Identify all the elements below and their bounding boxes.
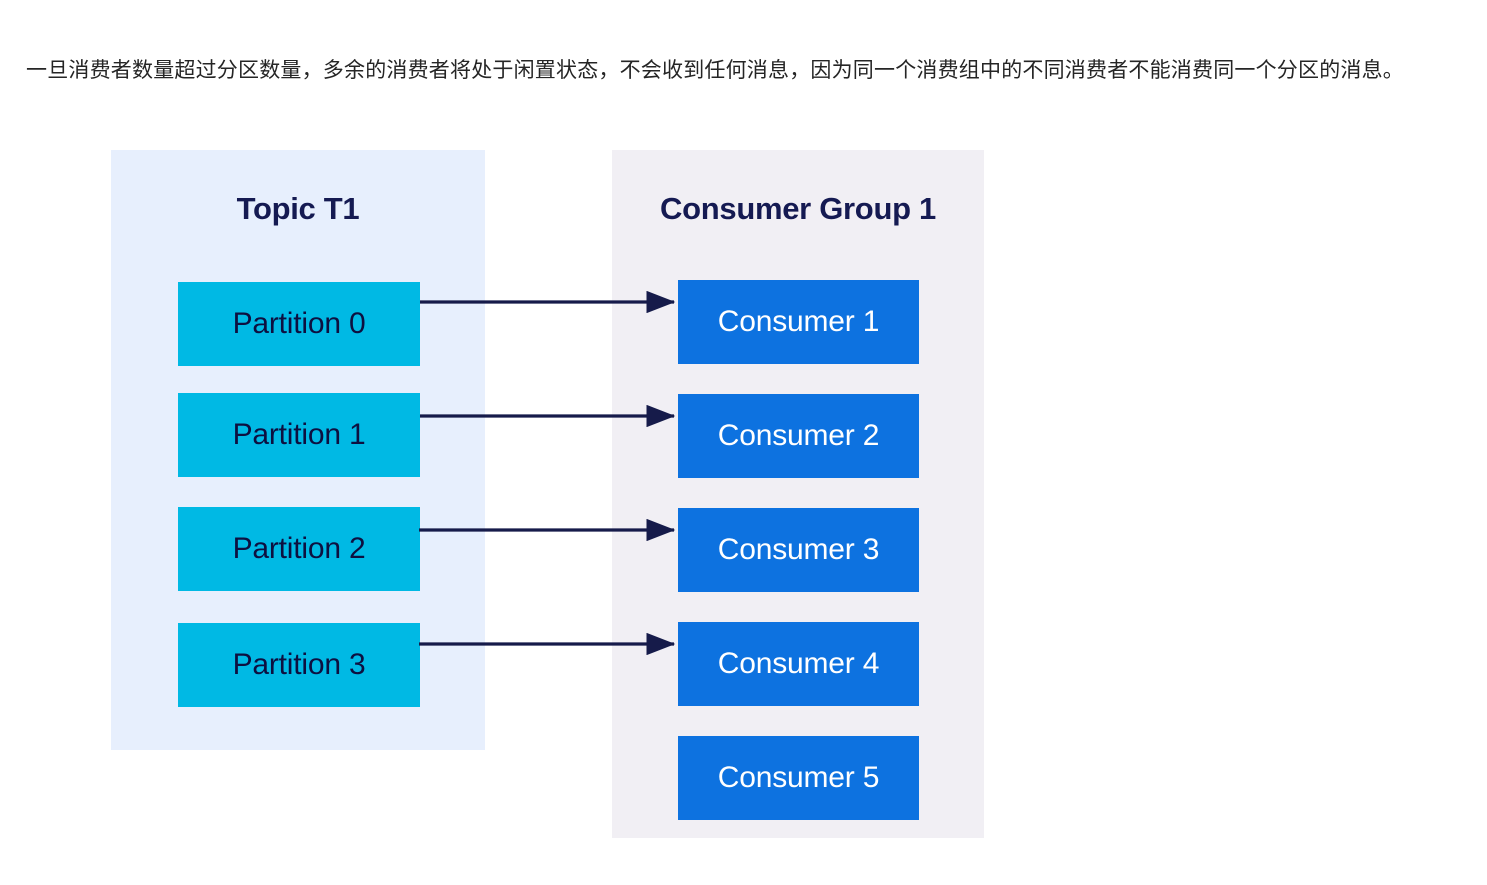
kafka-consumer-group-diagram: Topic T1 Partition 0 Partition 1 Partiti… <box>0 130 1487 885</box>
consumer-box-3: Consumer 3 <box>678 508 919 592</box>
consumer-group-panel-title: Consumer Group 1 <box>660 191 936 226</box>
partition-box-3: Partition 3 <box>178 623 420 707</box>
consumer-label-1: Consumer 1 <box>717 305 880 338</box>
consumer-box-1: Consumer 1 <box>678 280 919 364</box>
partition-label-1: Partition 1 <box>232 418 366 451</box>
partition-label-2: Partition 2 <box>232 532 366 565</box>
topic-panel: Topic T1 Partition 0 Partition 1 Partiti… <box>111 150 485 750</box>
partition-label-3: Partition 3 <box>232 648 366 681</box>
partition-box-1: Partition 1 <box>178 393 420 477</box>
consumer-box-4: Consumer 4 <box>678 622 919 706</box>
partition-label-0: Partition 0 <box>232 307 366 340</box>
topic-panel-title: Topic T1 <box>236 191 360 226</box>
consumer-group-panel: Consumer Group 1 Consumer 1 Consumer 2 C… <box>612 150 984 838</box>
consumer-box-2: Consumer 2 <box>678 394 919 478</box>
partition-box-2: Partition 2 <box>178 507 420 591</box>
consumer-label-5: Consumer 5 <box>717 761 880 794</box>
consumer-label-2: Consumer 2 <box>717 419 880 452</box>
consumer-label-4: Consumer 4 <box>717 647 880 680</box>
consumer-box-5: Consumer 5 <box>678 736 919 820</box>
intro-paragraph: 一旦消费者数量超过分区数量，多余的消费者将处于闲置状态，不会收到任何消息，因为同… <box>26 58 1404 82</box>
consumer-label-3: Consumer 3 <box>717 533 880 566</box>
partition-box-0: Partition 0 <box>178 282 420 366</box>
